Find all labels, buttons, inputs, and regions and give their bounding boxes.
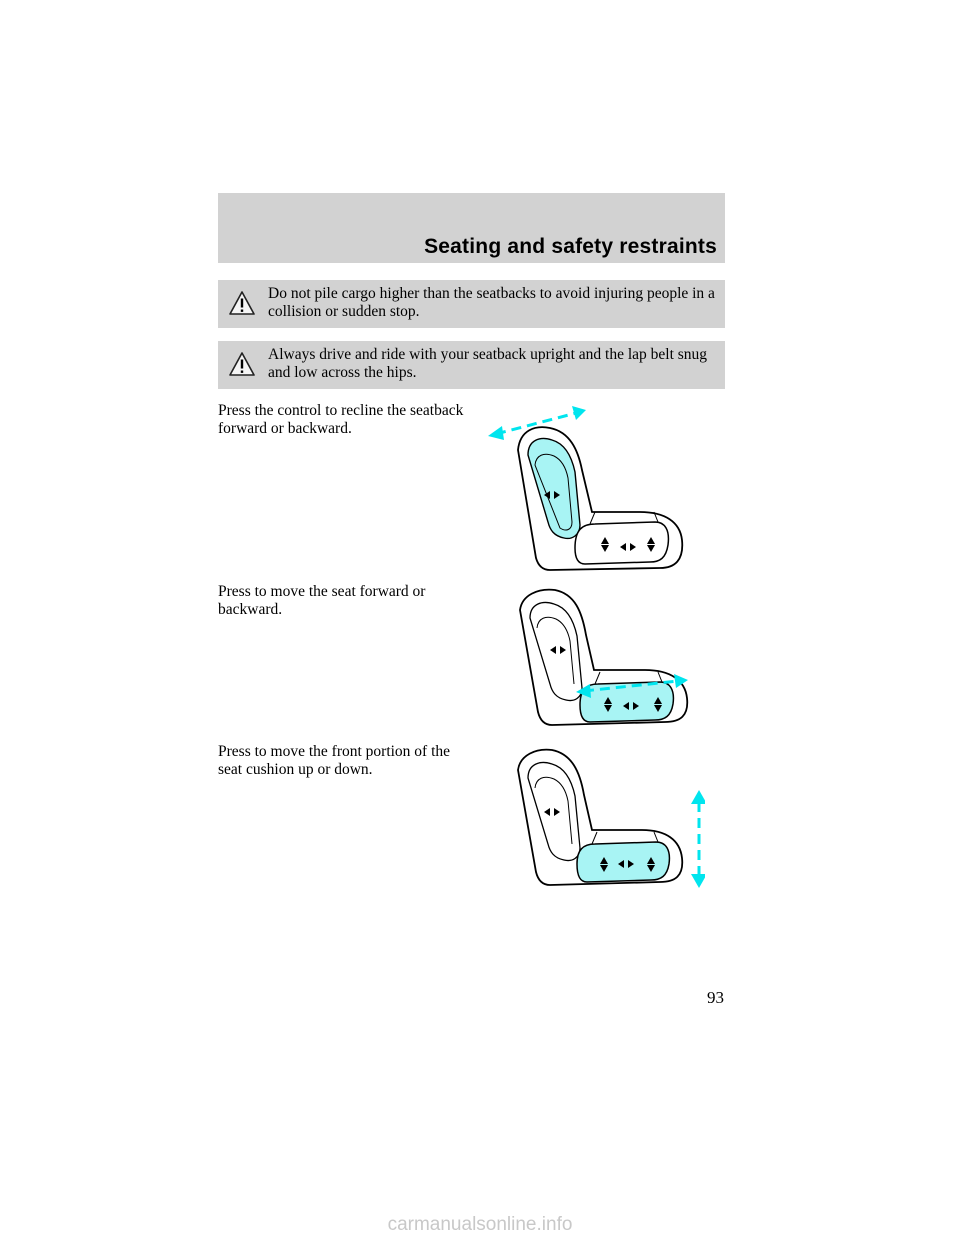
seat-fore-aft-illustration	[519, 588, 689, 726]
watermark-text: carmanualsonline.info	[387, 1214, 573, 1235]
section-header-band: Seating and safety restraints	[218, 193, 725, 263]
warning-triangle-icon	[229, 352, 255, 376]
seat-cushion-tilt-illustration	[517, 748, 705, 888]
seat-recline-illustration	[488, 406, 684, 571]
warning-text: Always drive and ride with your seatback…	[268, 346, 708, 381]
warning-box-cargo: Do not pile cargo higher than the seatba…	[218, 280, 725, 328]
instruction-fore-aft: Press to move the seat forward or backwa…	[218, 583, 426, 618]
warning-triangle-icon	[229, 291, 255, 315]
instruction-cushion-tilt: Press to move the front portion of the s…	[218, 743, 451, 778]
page-number: 93	[707, 988, 724, 1007]
warning-box-seatback: Always drive and ride with your seatback…	[218, 341, 725, 389]
warning-text: Do not pile cargo higher than the seatba…	[268, 285, 715, 320]
instruction-recline: Press the control to recline the seatbac…	[218, 402, 464, 437]
section-title: Seating and safety restraints	[424, 235, 717, 258]
